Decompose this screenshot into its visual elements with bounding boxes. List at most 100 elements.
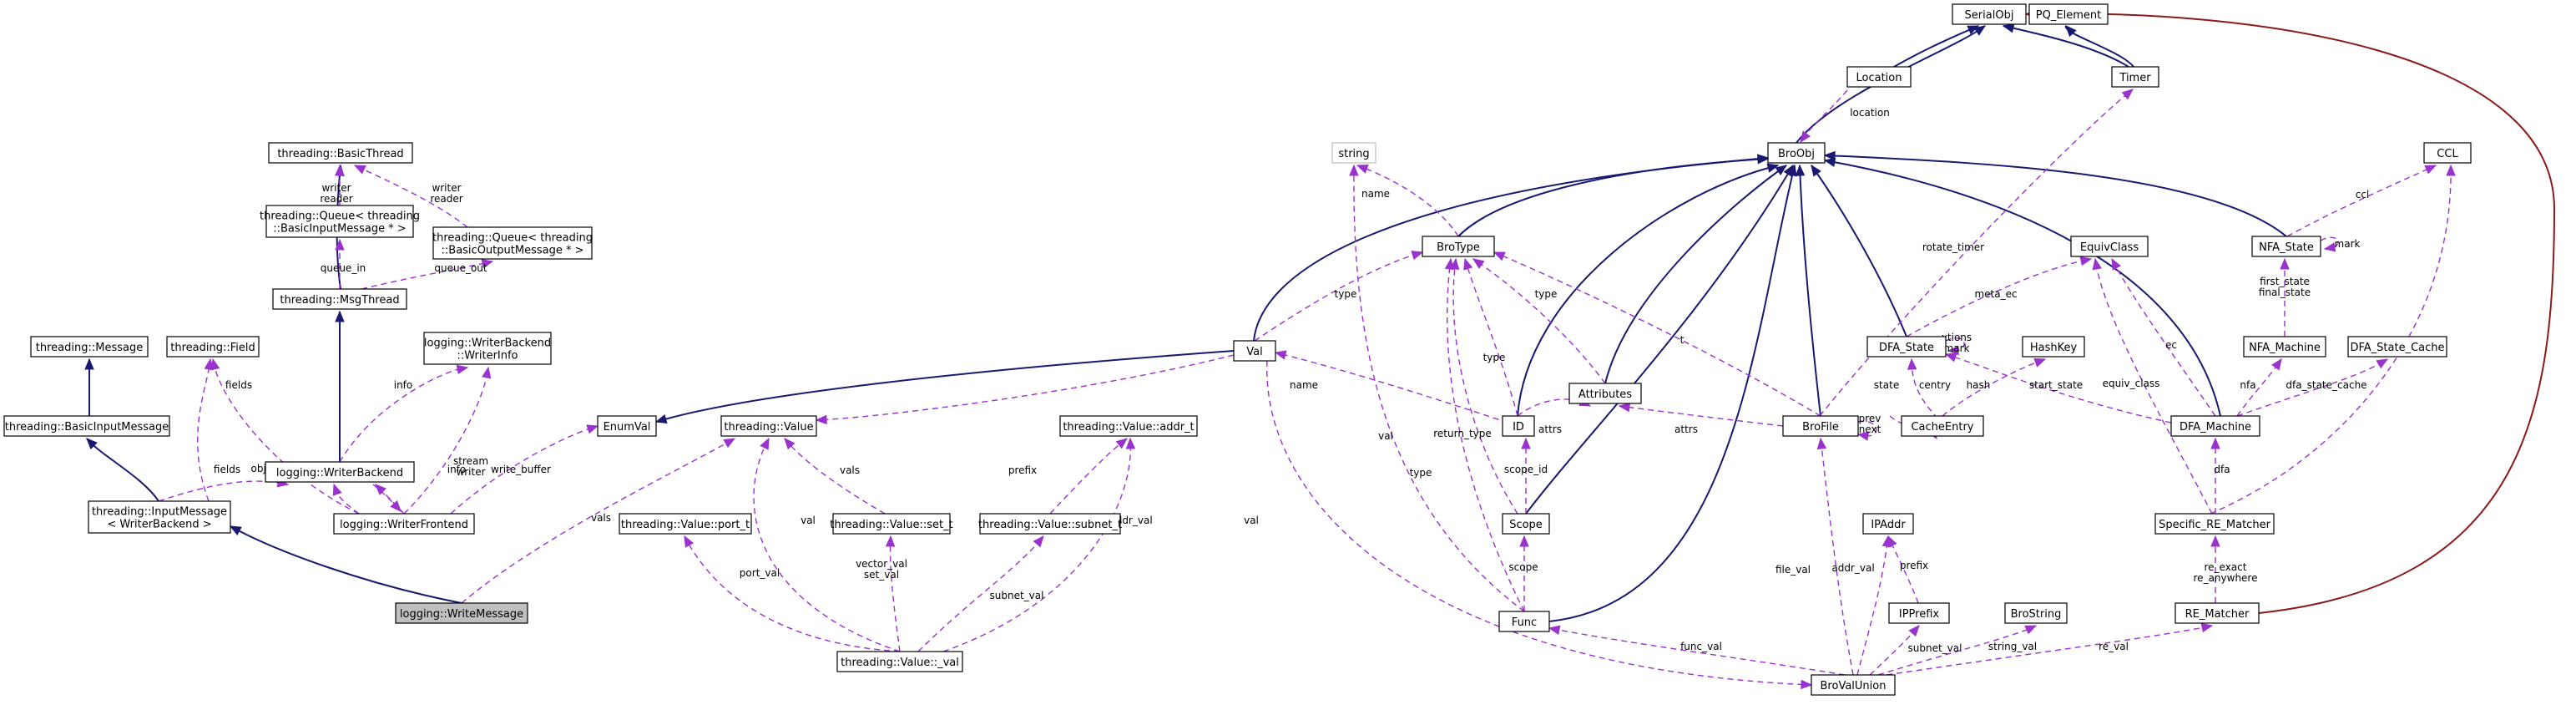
- class-node-string[interactable]: string: [1331, 142, 1376, 164]
- class-node-subnet-t[interactable]: threading::Value::subnet_t: [978, 513, 1122, 535]
- arrowhead-use: [2111, 257, 2121, 271]
- class-name: logging::WriterBackend: [276, 467, 403, 479]
- class-node-cacheentry[interactable]: CacheEntry: [1901, 415, 1984, 437]
- edge-label-scope: scope: [1508, 561, 1538, 573]
- usage-edge-to-equivclass: [2092, 257, 2213, 515]
- class-node-inputmessage[interactable]: threading::InputMessage< WriterBackend >: [88, 500, 231, 534]
- edge-label-meta-ec: meta_ec: [1974, 288, 2017, 300]
- edge-label-info-backend: info: [394, 379, 413, 391]
- inheritance-edge-to-broobj: [1517, 163, 1780, 417]
- class-name: PQ_Element: [2036, 9, 2101, 22]
- edge-label-prev-next: prev: [1859, 413, 1881, 424]
- edge-label-first-final: first_state: [2260, 276, 2310, 287]
- class-node-dfa-state-cache[interactable]: DFA_State_Cache: [2347, 336, 2447, 358]
- class-node-nfa-machine[interactable]: NFA_Machine: [2243, 336, 2326, 358]
- class-node-ccl[interactable]: CCL: [2423, 142, 2472, 164]
- class-node-timer[interactable]: Timer: [2111, 66, 2159, 88]
- class-node-ipaddr[interactable]: IPAddr: [1862, 513, 1914, 535]
- edge-line: [1525, 165, 1794, 515]
- class-node-ipprefix[interactable]: IPPrefix: [1888, 602, 1950, 624]
- class-node-brostring[interactable]: BroString: [2004, 602, 2068, 624]
- edge-line: [1493, 251, 1821, 417]
- class-node-broobj[interactable]: BroObj: [1767, 142, 1826, 164]
- arrowhead-use: [456, 364, 469, 374]
- inheritance-edge-to-msgthread: [335, 310, 345, 463]
- arrowhead-use: [1800, 130, 1811, 144]
- edge-label-subnet-val-union: subnet_val: [990, 590, 1044, 601]
- class-node-basicthread[interactable]: threading::BasicThread: [268, 142, 413, 164]
- arrowhead-use: [586, 424, 599, 434]
- class-node-hashkey[interactable]: HashKey: [2022, 336, 2085, 358]
- edge-label-name-brotype: name: [1361, 188, 1390, 200]
- usage-edge-to-port-t: [684, 535, 901, 652]
- class-node-port-t[interactable]: threading::Value::port_t: [619, 513, 752, 535]
- edge-line: [212, 358, 360, 515]
- edge-line: [1945, 353, 2172, 424]
- inheritance-edge-to-message: [84, 358, 94, 416]
- arrowhead-use: [335, 238, 345, 251]
- class-box: [2347, 336, 2447, 358]
- class-node-brovalunion[interactable]: BroValUnion: [1811, 674, 1896, 696]
- class-node-msgthread[interactable]: threading::MsgThread: [272, 288, 407, 310]
- class-box: [1331, 142, 1376, 164]
- class-box: [1888, 602, 1950, 624]
- class-node-val[interactable]: Val: [1233, 340, 1276, 362]
- class-node-brofile[interactable]: BroFile: [1782, 415, 1859, 437]
- class-node-message[interactable]: threading::Message: [30, 336, 149, 358]
- edge-line: [889, 535, 901, 652]
- class-box: [979, 513, 1121, 535]
- arrowhead-inheritance: [2065, 25, 2077, 38]
- class-box: [3, 415, 170, 437]
- arrowhead-inheritance: [86, 438, 98, 449]
- class-box: [2174, 602, 2260, 624]
- usage-edge-to-hashkey: [1942, 358, 2047, 417]
- class-name: Timer: [2119, 72, 2151, 84]
- edge-line: [1049, 438, 1128, 515]
- edge-line: [1906, 258, 2092, 337]
- class-node-writerfrontend[interactable]: logging::WriterFrontend: [333, 513, 475, 535]
- class-node-serialobj[interactable]: SerialObj: [1952, 3, 2027, 25]
- class-node-threadvalue[interactable]: threading::Value: [720, 415, 817, 437]
- class-node-queue-out[interactable]: threading::Queue< threading::BasicOutput…: [432, 226, 593, 260]
- arrowhead-use: [2079, 256, 2093, 266]
- class-name: < WriterBackend >: [107, 519, 211, 531]
- class-node-field[interactable]: threading::Field: [166, 336, 260, 358]
- class-name: DFA_Machine: [2179, 421, 2251, 434]
- class-node-scope[interactable]: Scope: [1502, 513, 1550, 535]
- arrowhead-use: [2210, 437, 2220, 449]
- arrowhead-use: [2092, 257, 2102, 271]
- class-name: threading::Message: [36, 342, 143, 354]
- class-node-pq-element[interactable]: PQ_Element: [2028, 3, 2109, 25]
- class-node-specific-re-matcher[interactable]: Specific_RE_Matcher: [2154, 513, 2275, 535]
- class-node-basicinputmessage[interactable]: threading::BasicInputMessage: [3, 415, 170, 437]
- arrowhead-use: [885, 535, 896, 547]
- class-node-writerinfo[interactable]: logging::WriterBackend::WriterInfo: [423, 332, 552, 365]
- class-node-dfa-machine[interactable]: DFA_Machine: [2170, 415, 2260, 437]
- edge-line: [1548, 627, 1846, 676]
- arrowhead-use: [2271, 358, 2282, 371]
- class-node-writerbackend[interactable]: logging::WriterBackend: [265, 461, 415, 483]
- class-node-location[interactable]: Location: [1846, 66, 1912, 88]
- class-node-dfa-state[interactable]: DFA_State: [1866, 336, 1947, 358]
- class-node-func[interactable]: Func: [1498, 611, 1550, 632]
- arrowhead-inheritance: [1795, 164, 1806, 176]
- inheritance-edge-to-broobj: [1823, 150, 2287, 237]
- class-node-re-matcher[interactable]: RE_Matcher: [2174, 602, 2260, 624]
- class-node-id[interactable]: ID: [1502, 415, 1535, 437]
- arrowhead-use: [481, 259, 494, 269]
- class-node-set-t[interactable]: threading::Value::set_t: [830, 513, 953, 535]
- edge-label-re-exact: re_exact: [2205, 561, 2247, 573]
- class-node-enumval[interactable]: EnumVal: [597, 415, 657, 437]
- edge-label-dfa: dfa: [2214, 464, 2230, 475]
- class-node-addr-t[interactable]: threading::Value::addr_t: [1059, 415, 1198, 437]
- class-node-val-union[interactable]: threading::Value::_val: [836, 651, 963, 672]
- class-box: [2423, 142, 2472, 164]
- class-node-brotype[interactable]: BroType: [1422, 236, 1495, 257]
- class-node-queue-in[interactable]: threading::Queue< threading::BasicInputM…: [260, 205, 420, 238]
- arrowhead-use: [760, 437, 770, 450]
- edge-label-state: state: [1874, 379, 1899, 391]
- class-node-equivclass[interactable]: EquivClass: [2070, 236, 2149, 257]
- class-node-attributes[interactable]: Attributes: [1568, 383, 1642, 404]
- class-node-nfa-state[interactable]: NFA_State: [2251, 236, 2321, 257]
- usage-edge-to-queue-out: [361, 259, 494, 290]
